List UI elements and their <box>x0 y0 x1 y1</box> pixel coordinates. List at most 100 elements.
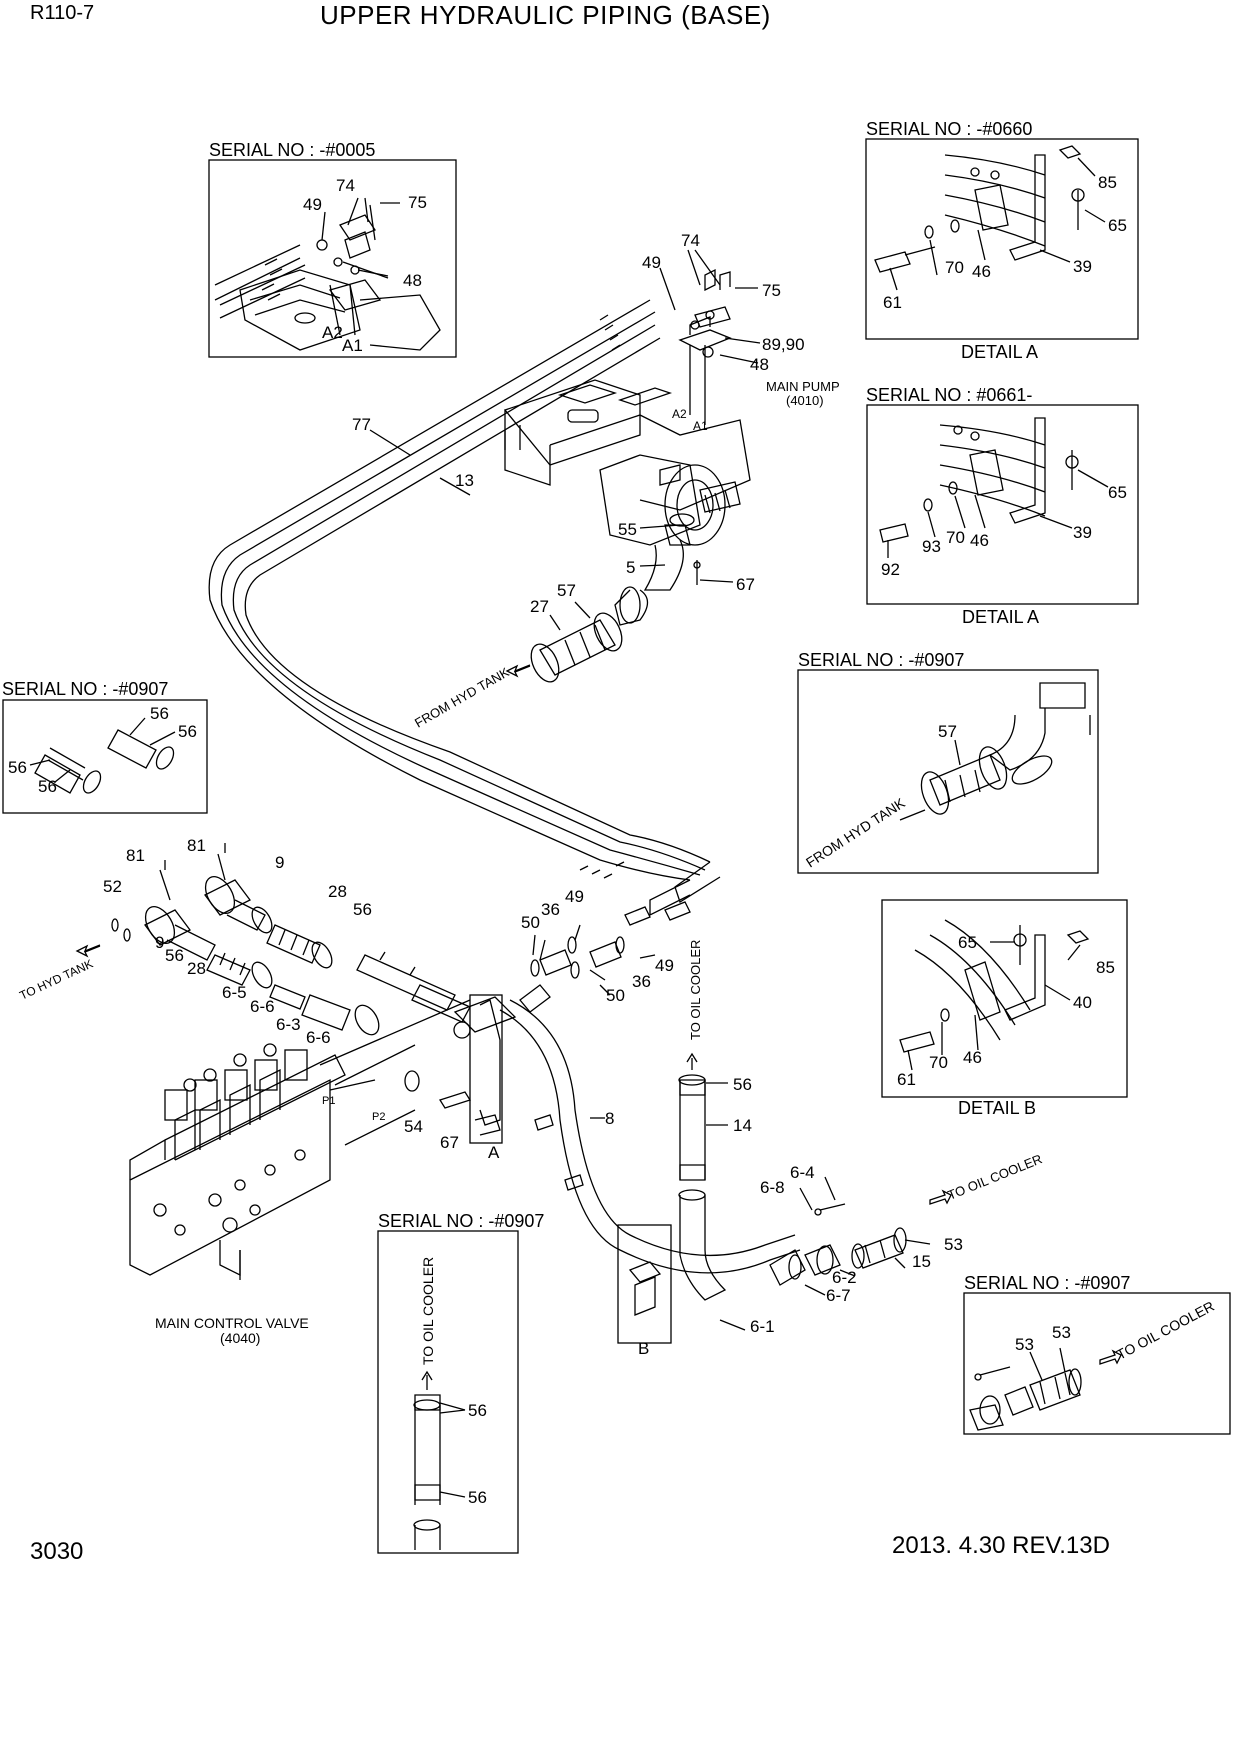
inset-serial-0907-hose: SERIAL NO : -#0907 56 56 56 56 <box>2 679 208 814</box>
main-control-valve: P1 P2 MAIN CONTROL VALVE (4040) <box>129 999 471 1346</box>
callout-70: 70 <box>946 528 965 547</box>
flow-label-to-oil-cooler: TO OIL COOLER <box>420 1257 436 1365</box>
callout-6-5: 6-5 <box>222 983 247 1002</box>
valve-area-callouts: 81 81 9 52 28 56 9 56 28 6-5 6-6 6-3 6-6… <box>103 836 752 1152</box>
callout-9: 9 <box>275 853 284 872</box>
callout-39: 39 <box>1073 257 1092 276</box>
callout-65: 65 <box>1108 483 1127 502</box>
flow-label-to-oil-cooler: TO OIL COOLER <box>1114 1298 1217 1363</box>
callout-54: 54 <box>404 1117 423 1136</box>
callout-93: 93 <box>922 537 941 556</box>
callout-52: 52 <box>103 877 122 896</box>
inset-serial-0005: SERIAL NO : -#0005 74 49 75 <box>208 140 457 358</box>
inset-serial-label: SERIAL NO : -#0907 <box>2 679 168 699</box>
bracket-label-a: A <box>488 1143 500 1162</box>
page-number: 3030 <box>30 1538 84 1565</box>
inset-serial-0907-suction: SERIAL NO : -#0907 FROM HYD TANK 57 <box>797 650 1099 874</box>
callout-56: 56 <box>8 758 27 777</box>
callout-56: 56 <box>178 722 197 741</box>
revision-date: 2013. 4.30 REV.13D <box>892 1532 1110 1559</box>
callout-56: 56 <box>38 777 57 796</box>
callout-6-1: 6-1 <box>750 1317 775 1336</box>
callout-61: 61 <box>897 1070 916 1089</box>
callout-50: 50 <box>606 986 625 1005</box>
callout-46: 46 <box>970 531 989 550</box>
inset-serial-0660: SERIAL NO : -#0660 85 65 70 46 39 61 DET… <box>865 119 1139 362</box>
cooler-area-callouts: 6-4 6-8 53 15 6-2 6-7 6-1 <box>750 1163 963 1336</box>
flow-label-to-oil-cooler: TO OIL COOLER <box>688 940 703 1040</box>
callout-57: 57 <box>938 722 957 741</box>
callout-49: 49 <box>565 887 584 906</box>
flow-label-to-oil-cooler: TO OIL COOLER <box>946 1151 1045 1203</box>
callout-56: 56 <box>353 900 372 919</box>
callout-75: 75 <box>408 193 427 212</box>
callout-70: 70 <box>929 1053 948 1072</box>
inset-serial-0907-cooler-hose: SERIAL NO : -#0907 TO OIL COOLER 53 53 <box>963 1273 1231 1435</box>
callout-55: 55 <box>618 520 637 539</box>
port-label-a1: A1 <box>342 336 363 355</box>
callout-46: 46 <box>972 262 991 281</box>
callout-49: 49 <box>303 195 322 214</box>
model-code: R110-7 <box>30 2 95 24</box>
callout-67: 67 <box>736 575 755 594</box>
flow-label-from-hyd-tank: FROM HYD TANK <box>803 794 908 870</box>
inset-caption: DETAIL A <box>961 342 1038 362</box>
callout-28: 28 <box>328 882 347 901</box>
port-label-a2: A2 <box>672 407 687 421</box>
callout-6-7: 6-7 <box>826 1286 851 1305</box>
callout-56: 56 <box>150 704 169 723</box>
main-control-valve-label: MAIN CONTROL VALVE <box>155 1315 309 1331</box>
inset-caption: DETAIL A <box>962 607 1039 627</box>
suction-hose: FROM HYD TANK <box>412 601 623 731</box>
port-label-a1: A1 <box>693 419 708 433</box>
callout-6-4: 6-4 <box>790 1163 815 1182</box>
main-pump-label: MAIN PUMP <box>766 379 840 394</box>
inset-serial-0907-cooler-pipe: SERIAL NO : -#0907 TO OIL COOLER 56 56 <box>377 1211 544 1554</box>
bracket-label-b: B <box>638 1339 649 1358</box>
callout-89-90: 89,90 <box>762 335 805 354</box>
callout-6-6: 6-6 <box>306 1028 331 1047</box>
inset-serial-label: SERIAL NO : -#0907 <box>798 650 964 670</box>
page-title: UPPER HYDRAULIC PIPING (BASE) <box>320 0 771 30</box>
callout-48: 48 <box>750 355 769 374</box>
callout-53: 53 <box>1015 1335 1034 1354</box>
callout-74: 74 <box>681 231 700 250</box>
flow-label-from-hyd-tank: FROM HYD TANK <box>412 664 512 730</box>
callout-53: 53 <box>944 1235 963 1254</box>
inset-serial-label: SERIAL NO : -#0005 <box>209 140 375 160</box>
inset-serial-0661: SERIAL NO : #0661- 65 93 70 46 39 92 DET… <box>866 385 1139 627</box>
flow-label-to-hyd-tank: TO HYD TANK <box>17 956 95 1002</box>
callout-28: 28 <box>187 959 206 978</box>
main-control-valve-code: (4040) <box>220 1330 260 1346</box>
callout-53: 53 <box>1052 1323 1071 1342</box>
callout-50: 50 <box>521 913 540 932</box>
callout-56: 56 <box>468 1488 487 1507</box>
callout-56: 56 <box>733 1075 752 1094</box>
inset-serial-label: SERIAL NO : -#0907 <box>964 1273 1130 1293</box>
pressure-hoses <box>208 299 721 917</box>
callout-75: 75 <box>762 281 781 300</box>
callout-85: 85 <box>1098 173 1117 192</box>
callout-70: 70 <box>945 258 964 277</box>
callout-46: 46 <box>963 1048 982 1067</box>
callout-61: 61 <box>883 293 902 312</box>
inset-detail-b: 65 85 40 70 46 61 DETAIL B <box>881 899 1128 1118</box>
inset-serial-label: SERIAL NO : -#0660 <box>866 119 1032 139</box>
callout-14: 14 <box>733 1116 752 1135</box>
callout-74: 74 <box>336 176 355 195</box>
callout-49: 49 <box>655 956 674 975</box>
callout-6-2: 6-2 <box>832 1268 857 1287</box>
port-label-a2: A2 <box>322 323 343 342</box>
callout-6-6: 6-6 <box>250 997 275 1016</box>
callout-8: 8 <box>605 1109 614 1128</box>
callout-6-8: 6-8 <box>760 1178 785 1197</box>
callout-40: 40 <box>1073 993 1092 1012</box>
callout-48: 48 <box>403 271 422 290</box>
callout-6-3: 6-3 <box>276 1015 301 1034</box>
callout-57: 57 <box>557 581 576 600</box>
callout-36: 36 <box>632 972 651 991</box>
main-pump: A2 A1 MAIN PUMP (4010) 74 49 75 89,90 48… <box>352 231 840 626</box>
callout-77: 77 <box>352 415 371 434</box>
callout-9: 9 <box>155 933 164 952</box>
